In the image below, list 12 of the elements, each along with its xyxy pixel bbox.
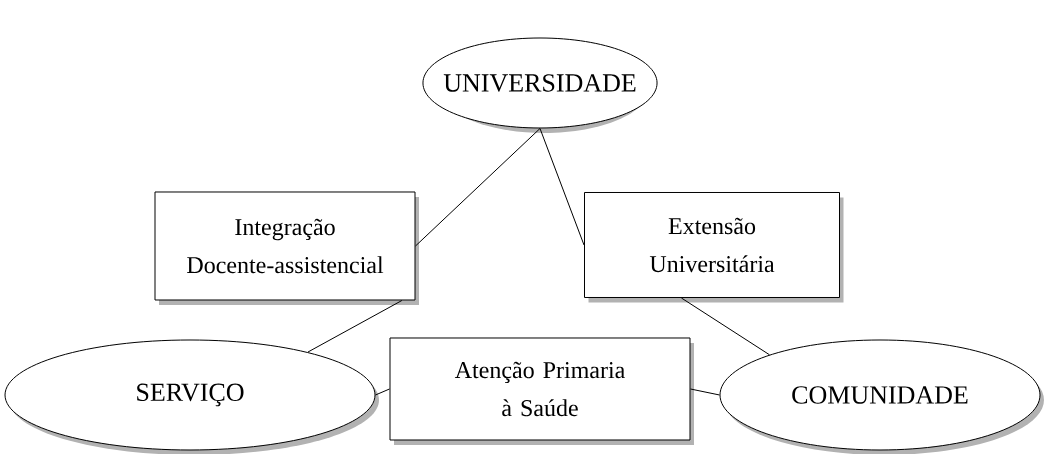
ellipse-node: UNIVERSIDADE	[422, 37, 658, 133]
connector-line	[690, 388, 720, 396]
text-box: Atenção Primaria à Saúde	[389, 337, 694, 445]
connector-line	[539, 128, 585, 246]
connector-line	[375, 388, 390, 396]
ellipse-node: COMUNIDADE	[719, 339, 1044, 454]
connector-line	[680, 297, 770, 356]
connector-line	[415, 128, 541, 247]
text-box: Extensão Universitária	[584, 192, 844, 303]
connector-line	[307, 300, 403, 353]
ellipse-node: SERVIÇO	[4, 339, 379, 454]
text-box: Integração Docente-assistencial	[154, 191, 419, 305]
